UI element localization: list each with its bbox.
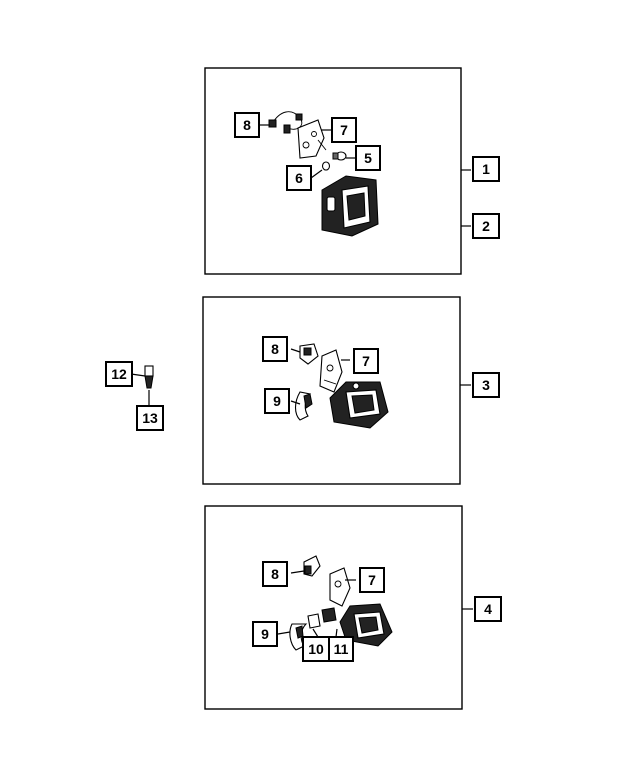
svg-text:9: 9 (261, 626, 269, 642)
svg-text:8: 8 (271, 566, 279, 582)
callout-9: 9 (252, 621, 278, 647)
callout-7: 7 (353, 348, 379, 374)
socket-bracket-part (329, 567, 351, 607)
lens-gasket-part (289, 623, 308, 651)
svg-text:4: 4 (484, 601, 492, 617)
svg-text:8: 8 (243, 117, 251, 133)
tail-lamp-part (321, 175, 379, 237)
callout-9: 9 (264, 388, 290, 414)
svg-text:8: 8 (271, 341, 279, 357)
wiring-harness-part (268, 111, 303, 134)
svg-text:10: 10 (308, 641, 324, 657)
wiring-harness-part (299, 343, 319, 365)
callout-7: 7 (331, 117, 357, 143)
callout-8: 8 (262, 336, 288, 362)
svg-text:13: 13 (142, 410, 158, 426)
callout-1: 1 (472, 156, 500, 182)
socket-bracket-part (319, 349, 343, 393)
wiring-harness-part (303, 555, 321, 577)
svg-text:9: 9 (273, 393, 281, 409)
callout-2: 2 (472, 213, 500, 239)
callout-8: 8 (234, 112, 260, 138)
small-bulb-part (321, 161, 331, 171)
svg-text:6: 6 (295, 170, 303, 186)
svg-text:7: 7 (340, 122, 348, 138)
callout-12: 12 (105, 361, 133, 387)
svg-text:2: 2 (482, 218, 490, 234)
lamp-module-part (307, 607, 337, 629)
panel-assembly-1 (204, 67, 462, 275)
tail-lamp-part (329, 381, 389, 429)
tail-lamp-part (339, 603, 393, 647)
socket-bracket-part (297, 119, 327, 159)
callout-11: 11 (328, 636, 354, 662)
svg-text:11: 11 (334, 641, 349, 657)
push-pin-fastener-part (144, 365, 154, 389)
svg-text:7: 7 (368, 572, 376, 588)
bulb-part (332, 151, 347, 161)
svg-text:5: 5 (364, 150, 372, 166)
svg-text:3: 3 (482, 377, 490, 393)
callout-5: 5 (355, 145, 381, 171)
callout-6: 6 (286, 165, 312, 191)
svg-text:12: 12 (111, 366, 127, 382)
callout-13: 13 (136, 405, 164, 431)
callout-4: 4 (474, 596, 502, 622)
callout-3: 3 (472, 372, 500, 398)
callout-7: 7 (359, 567, 385, 593)
lens-gasket-part (294, 391, 313, 421)
callout-10: 10 (302, 636, 330, 662)
panel-assembly-3 (202, 296, 461, 485)
callout-8: 8 (262, 561, 288, 587)
svg-text:7: 7 (362, 353, 370, 369)
svg-text:1: 1 (482, 161, 490, 177)
panel-assembly-4 (204, 505, 463, 710)
